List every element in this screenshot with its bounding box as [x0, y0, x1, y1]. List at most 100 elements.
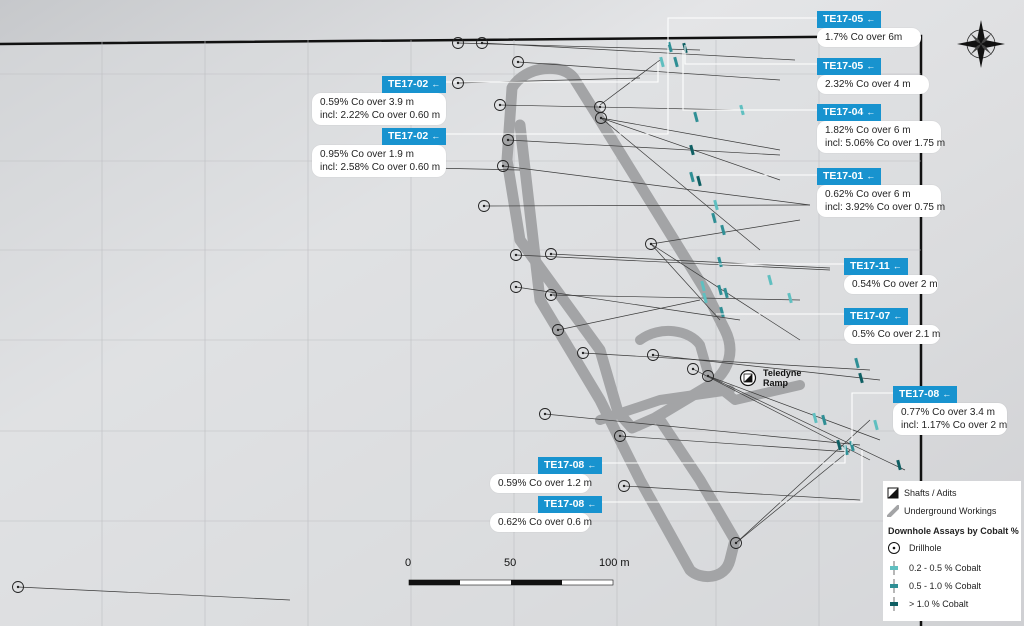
- drillhole-collar-icon: [502, 134, 514, 146]
- leader-line: [682, 50, 817, 111]
- drillhole-collar-icon: [452, 77, 464, 89]
- assay-marker: [787, 292, 793, 304]
- drillhole-center: [480, 41, 484, 45]
- assay-marker: [723, 287, 729, 299]
- drillhole-symbol-icon: [888, 542, 900, 554]
- scale-segment: [409, 580, 460, 585]
- drillhole-collar-icon: [702, 370, 714, 382]
- assay-marker: [696, 175, 702, 187]
- drillhole-traces: [17, 42, 906, 601]
- drillhole-center: [549, 252, 553, 256]
- assay-result: 2.32% Co over 4 m: [817, 75, 929, 94]
- drillhole-center: [482, 204, 486, 208]
- assay-marker: [702, 292, 708, 304]
- assay-marker: [689, 171, 695, 183]
- drillhole-center: [514, 285, 518, 289]
- assay-marker: [717, 284, 723, 296]
- scale-segment: [562, 580, 613, 585]
- drillhole-collar-icon: [647, 349, 659, 361]
- drillhole-center: [691, 367, 695, 371]
- drillhole-center: [618, 434, 622, 438]
- callout-te17-08-b[interactable]: TE17-08← 0.59% Co over 1.2 m: [490, 455, 603, 493]
- callout-te17-08-c[interactable]: TE17-08← 0.62% Co over 0.6 m: [490, 494, 603, 532]
- leader-line: [684, 45, 817, 65]
- scale-segment: [511, 580, 562, 585]
- assay-result: 0.54% Co over 2 m: [844, 275, 938, 294]
- legend-workings: Underground Workings: [887, 505, 996, 517]
- drillhole-collar-icon: [645, 238, 657, 250]
- leader-line: [590, 445, 846, 464]
- drillhole-trace: [517, 61, 781, 81]
- leader-line: [667, 17, 817, 45]
- assay-mid-icon: [890, 579, 898, 593]
- underground-workings: [501, 62, 805, 582]
- drillhole-collar-icon: [476, 37, 488, 49]
- assay-marker: [720, 224, 726, 236]
- drillhole-trace: [650, 219, 801, 245]
- drillhole-trace: [600, 117, 781, 151]
- legend-title: Downhole Assays by Cobalt %: [888, 526, 1019, 536]
- drillhole-collar-icon: [494, 99, 506, 111]
- drillhole-tag: TE17-11←: [844, 258, 908, 275]
- drillhole-tag: TE17-08←: [893, 386, 958, 403]
- drillhole-tag: TE17-05←: [817, 58, 882, 75]
- callout-te17-05-a[interactable]: TE17-05← 1.7% Co over 6m: [817, 9, 921, 47]
- assay-marker: [836, 439, 842, 451]
- drillhole-center: [599, 116, 603, 120]
- drillhole-center: [456, 41, 460, 45]
- drillhole-center: [581, 351, 585, 355]
- drillhole-collar-icon: [478, 200, 490, 212]
- assay-marker: [812, 412, 818, 424]
- drillhole-tag: TE17-02←: [382, 76, 447, 93]
- drillhole-trace: [735, 449, 851, 544]
- assay-marker: [667, 41, 673, 53]
- assay-marker: [711, 212, 717, 224]
- scale-segment: [460, 580, 511, 585]
- assay-marker: [713, 199, 719, 211]
- drillhole-trace: [735, 419, 871, 544]
- drillhole-center: [651, 353, 655, 357]
- drillhole-center: [16, 585, 20, 589]
- drillhole-collar-icon: [552, 324, 564, 336]
- scale-label-0: 0: [405, 557, 412, 569]
- legend-assay-mid: 0.5 - 1.0 % Cobalt: [887, 579, 981, 593]
- legend-drillhole: Drillhole: [887, 541, 942, 555]
- drillhole-center: [516, 60, 520, 64]
- legend: Shafts / Adits Underground Workings Down…: [883, 481, 1021, 621]
- drillhole-trace: [502, 165, 811, 206]
- drillhole-trace: [499, 104, 741, 111]
- drillhole-trace: [707, 375, 881, 441]
- scale-label-50: 50: [504, 557, 517, 569]
- assay-marker: [719, 306, 725, 318]
- assay-result: 0.59% Co over 1.2 m: [490, 474, 592, 493]
- drillhole-center: [506, 138, 510, 142]
- drillhole-trace: [515, 286, 741, 321]
- drillhole-trace: [650, 243, 721, 321]
- legend-shafts: Shafts / Adits: [887, 487, 957, 499]
- drillhole-trace: [582, 352, 871, 371]
- assay-marker: [854, 357, 860, 369]
- assay-result: 0.62% Co over 0.6 m: [490, 513, 592, 532]
- drillhole-center: [649, 242, 653, 246]
- drillhole-center: [734, 541, 738, 545]
- drillhole-collar-icon: [510, 249, 522, 261]
- drillhole-trace: [431, 167, 521, 171]
- drillhole-trace: [652, 354, 881, 381]
- callout-te17-07[interactable]: TE17-07← 0.5% Co over 2.1 m: [844, 306, 940, 344]
- drillhole-tag: TE17-08←: [538, 457, 603, 474]
- drillhole-collar-icon: [512, 56, 524, 68]
- assay-marker: [693, 111, 699, 123]
- assay-marker: [767, 274, 773, 286]
- callout-te17-11[interactable]: TE17-11← 0.54% Co over 2 m: [844, 256, 938, 294]
- drillhole-tag: TE17-08←: [538, 496, 603, 513]
- callout-te17-05-b[interactable]: TE17-05← 2.32% Co over 4 m: [817, 56, 929, 94]
- workings-symbol-icon: [887, 505, 899, 517]
